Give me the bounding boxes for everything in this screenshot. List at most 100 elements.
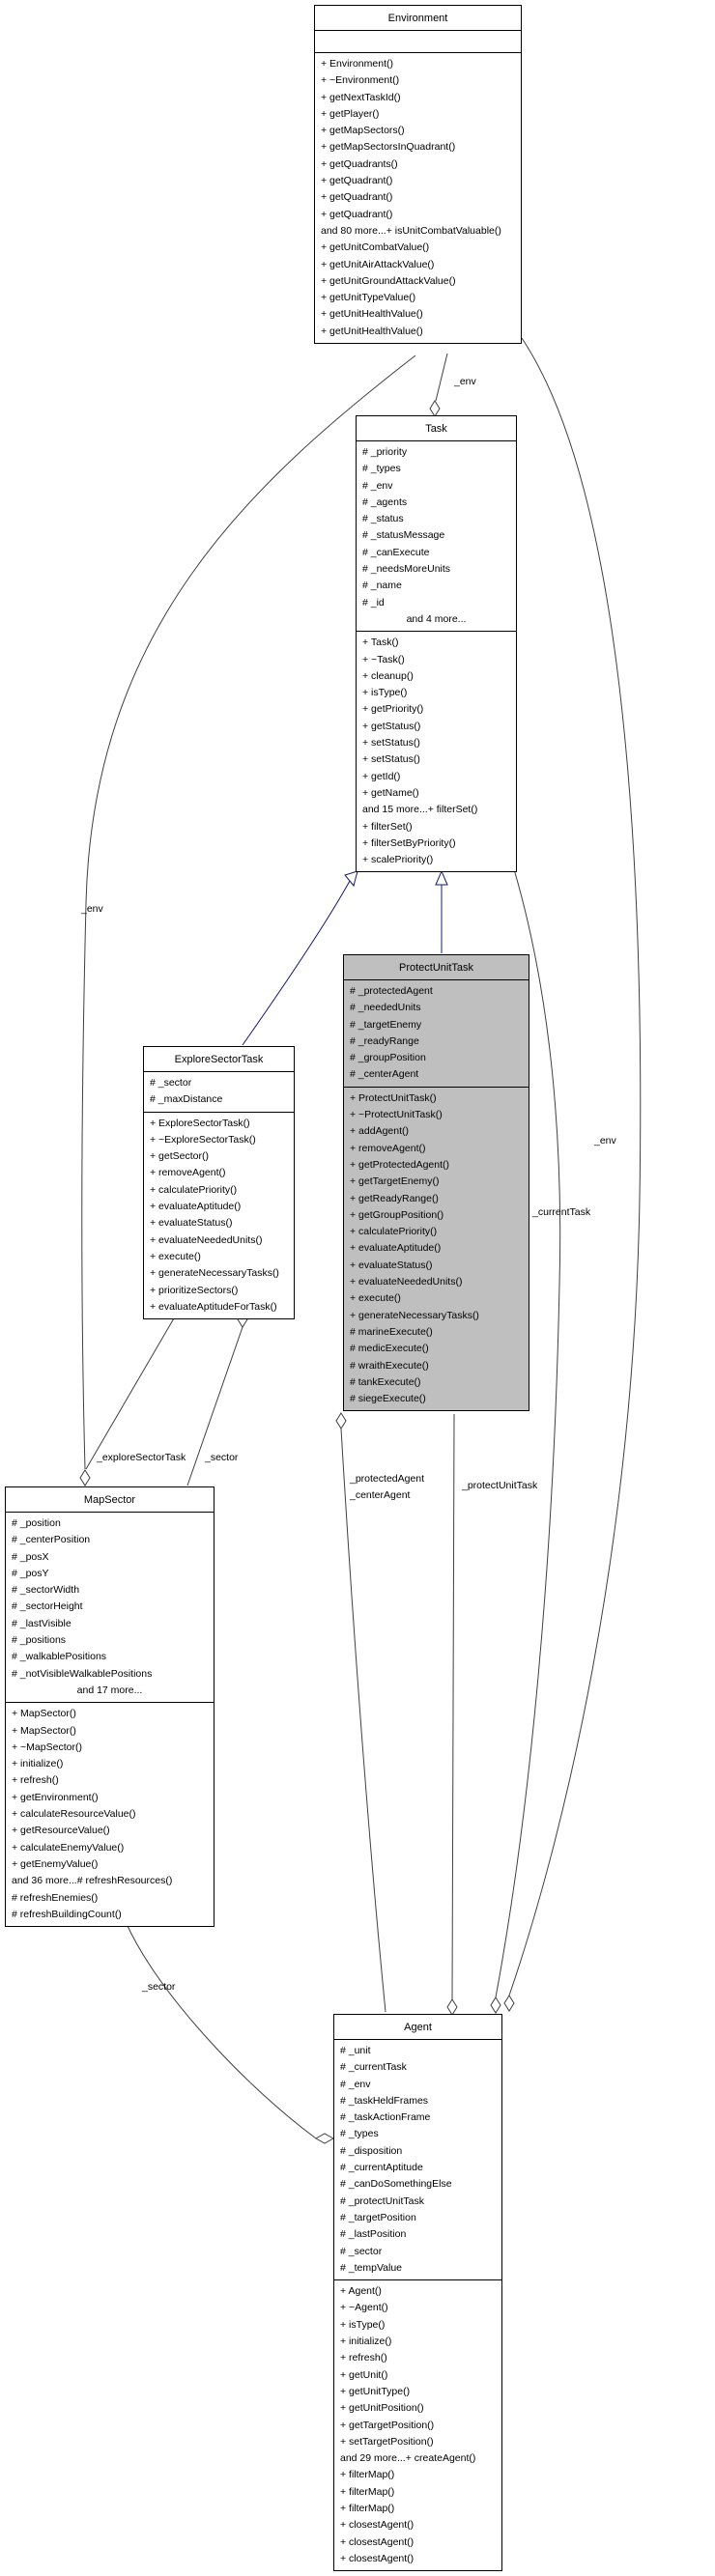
member-row: + getMapSectorsInQuadrant() (321, 141, 456, 154)
member-row: + ExploreSectorTask() (150, 1117, 250, 1129)
member-row: + getResourceValue() (12, 1825, 110, 1837)
class-agent[interactable]: Agent # _unit# _currentTask# _env# _task… (333, 2014, 502, 2572)
member-row: + closestAgent() (340, 2519, 415, 2532)
member-row: # _types (362, 463, 401, 475)
aggregation-diamond-mapsector (79, 1469, 91, 1486)
member-row: and 4 more... (406, 612, 467, 625)
member-row: + removeAgent() (350, 1142, 426, 1154)
member-row: + getUnitHealthValue() (321, 325, 423, 337)
member-row: + execute() (350, 1292, 401, 1305)
edge-label-task-env: _env (453, 376, 477, 387)
aggregation-diamond-agent-env (503, 1995, 515, 2012)
class-title-agent[interactable]: Agent (334, 2015, 501, 2040)
class-protectunittask[interactable]: ProtectUnitTask # _protectedAgent# _need… (343, 954, 529, 1412)
inheritance-arrow-exploresectortask (344, 870, 358, 888)
member-row: # _maxDistance (150, 1093, 223, 1106)
member-row: + Agent() (340, 2285, 382, 2298)
member-row: + isType() (340, 2318, 386, 2331)
exploresectortask-methods-section: + ExploreSectorTask()+ ~ExploreSectorTas… (144, 1113, 294, 1319)
member-row: + getQuadrants() (321, 157, 398, 170)
protectunittask-attributes-section: # _protectedAgent# _neededUnits# _target… (344, 980, 529, 1088)
mapsector-attributes-section: # _position# _centerPosition# _posX# _po… (6, 1513, 214, 1704)
member-row: # _sector (340, 2245, 383, 2257)
member-row: + filterMap() (340, 2469, 395, 2481)
member-row: + getUnitHealthValue() (321, 308, 423, 321)
member-row: # _needsMoreUnits (362, 563, 451, 576)
edge-protectedagent-centeragent (340, 1428, 386, 2013)
member-row: + ~Agent() (340, 2302, 388, 2314)
protectunittask-methods-section: + ProtectUnitTask()+ ~ProtectUnitTask()+… (344, 1088, 529, 1411)
member-row: + getUnitGroundAttackValue() (321, 274, 456, 287)
member-row: + prioritizeSectors() (150, 1284, 239, 1296)
member-row: + getReadyRange() (350, 1192, 439, 1204)
mapsector-methods-section: + MapSector()+ MapSector()+ ~MapSector()… (6, 1703, 214, 1926)
member-row: # _centerAgent (350, 1068, 419, 1081)
member-row: + execute() (150, 1250, 201, 1262)
member-row: + MapSector() (12, 1708, 76, 1720)
edge-label-protectunittask: _protectUnitTask (461, 1480, 538, 1491)
member-row: + filterMap() (340, 2485, 395, 2498)
member-row: + getMapSectors() (321, 125, 405, 137)
member-row: # _lastPosition (340, 2228, 407, 2241)
member-row: # _canExecute (362, 546, 430, 558)
member-row: + refresh() (12, 1774, 59, 1787)
member-row: # _position (12, 1517, 61, 1529)
member-row: # _tempValue (340, 2261, 403, 2274)
member-row: + ProtectUnitTask() (350, 1091, 437, 1104)
member-row: + ~Environment() (321, 74, 400, 87)
member-row: + cleanup() (362, 669, 414, 682)
member-row: + getEnvironment() (12, 1791, 99, 1803)
class-mapsector[interactable]: MapSector # _position# _centerPosition# … (5, 1486, 214, 1928)
class-exploresectortask[interactable]: ExploreSectorTask # _sector# _maxDistanc… (143, 1046, 295, 1320)
member-row: + closestAgent() (340, 2552, 415, 2564)
member-row: + ~Task() (362, 653, 405, 665)
class-title-environment[interactable]: Environment (315, 6, 521, 31)
class-title-protectunittask[interactable]: ProtectUnitTask (344, 955, 529, 980)
edge-label-mapsector-env: _env (80, 903, 104, 915)
member-row: # marineExecute() (350, 1325, 433, 1338)
agent-attributes-section: # _unit# _currentTask# _env# _taskHeldFr… (334, 2040, 501, 2281)
member-row: # _id (362, 596, 385, 609)
edge-label-explore-sector: _sector (204, 1452, 239, 1463)
member-row: # _taskHeldFrames (340, 2094, 429, 2107)
member-row: # _priority (362, 446, 408, 458)
class-task[interactable]: Task # _priority# _types# _env# _agents#… (356, 415, 517, 873)
member-row: # _name (362, 580, 402, 592)
class-title-task[interactable]: Task (357, 416, 516, 441)
task-methods-section: + Task()+ ~Task()+ cleanup()+ isType()+ … (357, 632, 516, 871)
member-row: + evaluateStatus() (150, 1217, 233, 1230)
environment-methods-section: + Environment() + ~Environment() + getNext… (315, 53, 521, 343)
member-row: and 80 more...+ isUnitCombatValuable() (321, 224, 501, 237)
member-row: + getUnitCombatValue() (321, 241, 430, 254)
member-row: + getTargetPosition() (340, 2419, 435, 2431)
member-row: + getNextTaskId() (321, 91, 401, 103)
member-row: + calculateEnemyValue() (12, 1841, 125, 1854)
member-row: + evaluateAptitude() (150, 1201, 242, 1213)
member-row: # _positions (12, 1634, 67, 1647)
member-row: + generateNecessaryTasks() (350, 1309, 479, 1321)
member-row: + evaluateNeededUnits() (150, 1233, 263, 1246)
member-row: + filterMap() (340, 2503, 395, 2515)
member-row: # _neededUnits (350, 1002, 421, 1014)
member-row: + getStatus() (362, 720, 421, 732)
edge-label-protectedagent: _protectedAgent (349, 1473, 424, 1485)
class-title-exploresectortask[interactable]: ExploreSectorTask (144, 1047, 294, 1072)
member-row: + Environment() (321, 58, 393, 70)
edge-explore-sector (186, 1326, 243, 1486)
member-row: + getId() (362, 770, 401, 782)
agent-methods-section: + Agent()+ ~Agent()+ isType()+ initializ… (334, 2280, 501, 2570)
member-row: # _taskActionFrame (340, 2111, 431, 2124)
aggregation-diamond-currenttask (490, 1996, 501, 2014)
edge-label-agent-env: _env (593, 1135, 617, 1146)
member-row: # _targetEnemy (350, 1018, 422, 1031)
class-environment[interactable]: Environment + Environment() + ~Environmen… (314, 5, 522, 345)
task-attributes-section: # _priority# _types# _env# _agents# _sta… (357, 441, 516, 633)
member-row: + getTargetEnemy() (350, 1175, 440, 1188)
member-row: # _groupPosition (350, 1052, 426, 1064)
member-row: # _walkablePositions (12, 1651, 107, 1663)
member-row: + calculatePriority() (150, 1183, 238, 1196)
member-row: # _types (340, 2128, 379, 2140)
member-row: # _status (362, 513, 404, 525)
class-title-mapsector[interactable]: MapSector (6, 1487, 214, 1513)
